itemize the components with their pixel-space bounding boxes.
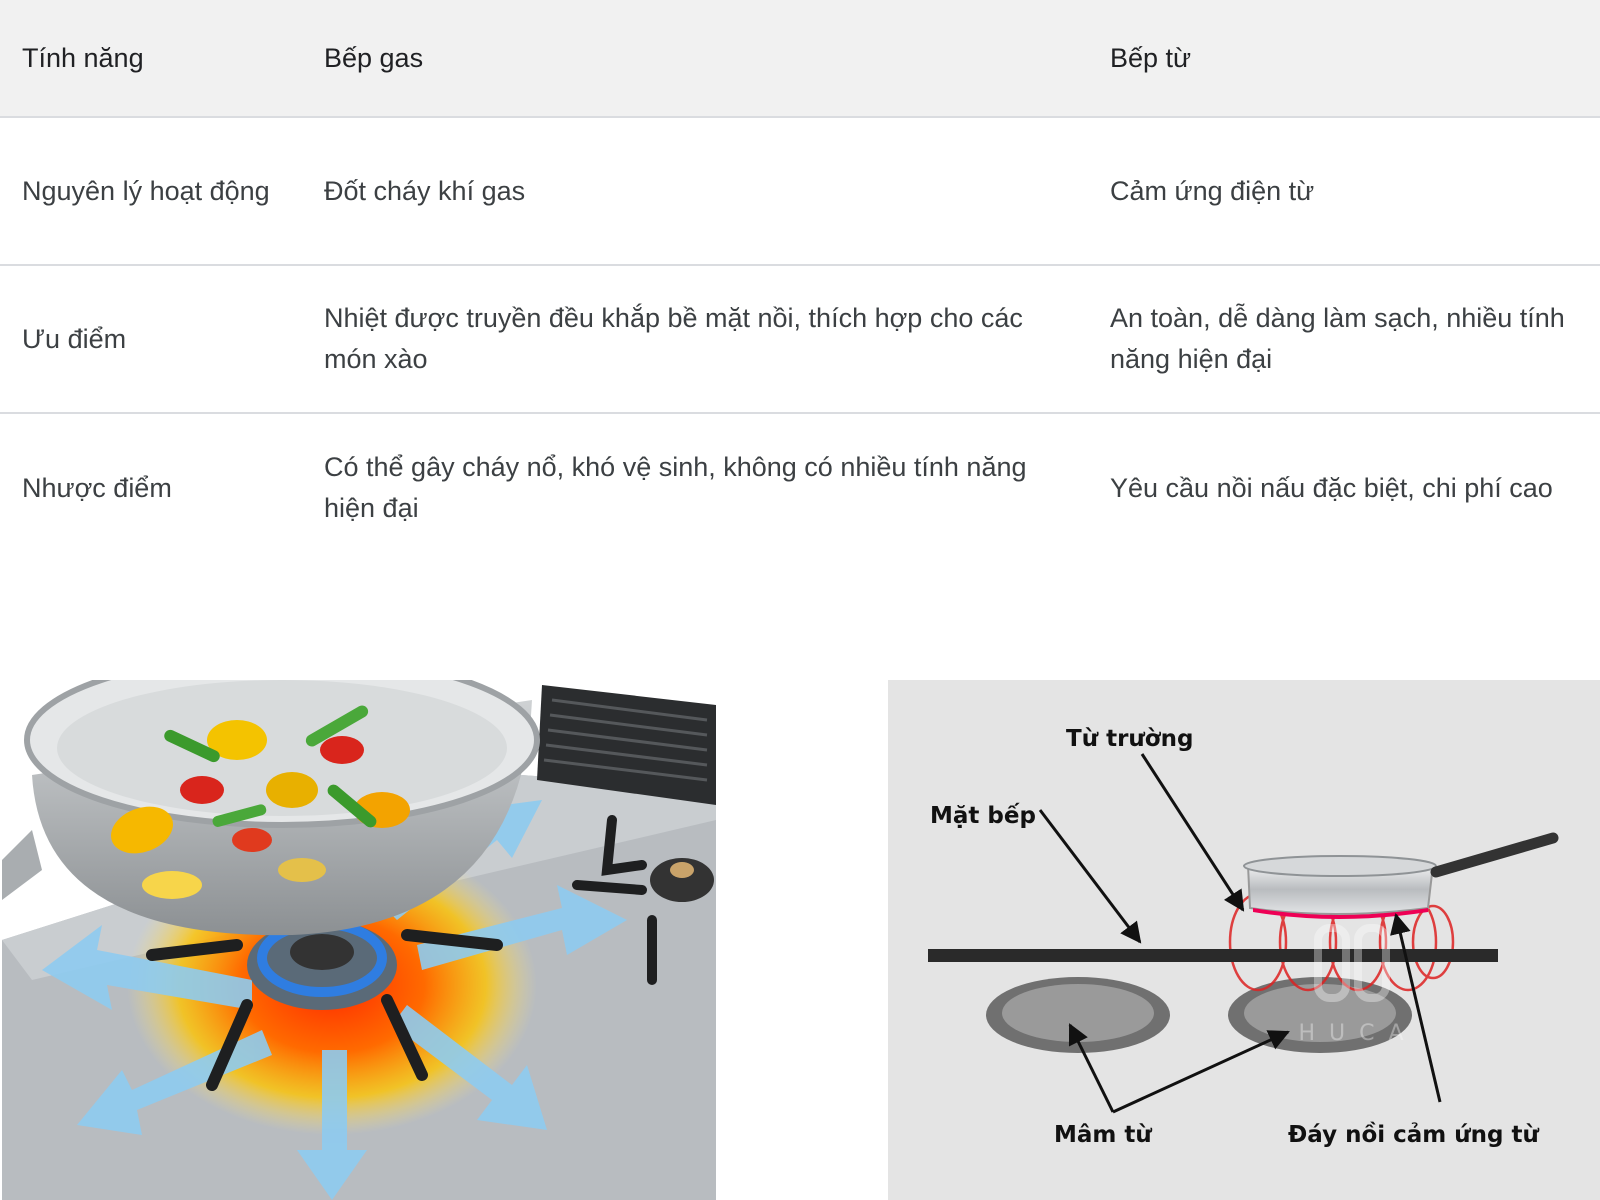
table-row: Nguyên lý hoạt động Đốt cháy khí gas Cảm… bbox=[0, 118, 1600, 266]
label-magnetic-field: Từ trường bbox=[1066, 726, 1193, 752]
label-coil: Mâm từ bbox=[1054, 1122, 1152, 1148]
vent-grille bbox=[537, 685, 716, 805]
second-burner bbox=[572, 815, 714, 985]
comparison-table: Tính năng Bếp gas Bếp từ Nguyên lý hoạt … bbox=[0, 0, 1600, 562]
cell-induction-principle: Cảm ứng điện từ bbox=[1110, 175, 1315, 206]
cell-induction-advantages: An toàn, dễ dàng làm sạch, nhiều tính nă… bbox=[1110, 303, 1565, 374]
induction-pan bbox=[1243, 832, 1559, 919]
cell-gas-advantages: Nhiệt được truyền đều khắp bề mặt nồi, t… bbox=[324, 303, 1023, 374]
cell-gas-principle: Đốt cháy khí gas bbox=[324, 175, 526, 206]
gas-stove-illustration bbox=[2, 680, 716, 1200]
row-label-principle: Nguyên lý hoạt động bbox=[22, 175, 270, 206]
vegetables bbox=[111, 705, 410, 899]
watermark-text: HUCA bbox=[1298, 1021, 1417, 1046]
table-row: Ưu điểm Nhiệt được truyền đều khắp bề mặ… bbox=[0, 266, 1600, 414]
table-header-row: Tính năng Bếp gas Bếp từ bbox=[0, 0, 1600, 118]
label-cooktop-surface: Mặt bếp bbox=[930, 802, 1036, 829]
table-row: Nhược điểm Có thể gây cháy nổ, khó vệ si… bbox=[0, 414, 1600, 562]
watermark-logo: HUCA bbox=[1298, 924, 1417, 1046]
label-pan-bottom: Đáy nồi cảm ứng từ bbox=[1288, 1121, 1539, 1148]
header-gas-stove: Bếp gas bbox=[324, 42, 424, 73]
cell-gas-disadvantages: Có thể gây cháy nổ, khó vệ sinh, không c… bbox=[324, 452, 1027, 523]
header-induction-stove: Bếp từ bbox=[1110, 42, 1192, 73]
header-feature: Tính năng bbox=[22, 42, 144, 73]
annotation-arrows bbox=[1038, 753, 1442, 1114]
cell-induction-disadvantages: Yêu cầu nồi nấu đặc biệt, chi phí cao bbox=[1110, 472, 1553, 503]
row-label-disadvantages: Nhược điểm bbox=[22, 472, 172, 503]
induction-diagram: HUCA Từ trường Mặt bếp Mâm từ Đáy nồi cả… bbox=[888, 680, 1600, 1200]
row-label-advantages: Ưu điểm bbox=[22, 323, 127, 354]
pan-support bbox=[146, 929, 503, 1091]
cooktop-surface-line bbox=[928, 949, 1498, 962]
